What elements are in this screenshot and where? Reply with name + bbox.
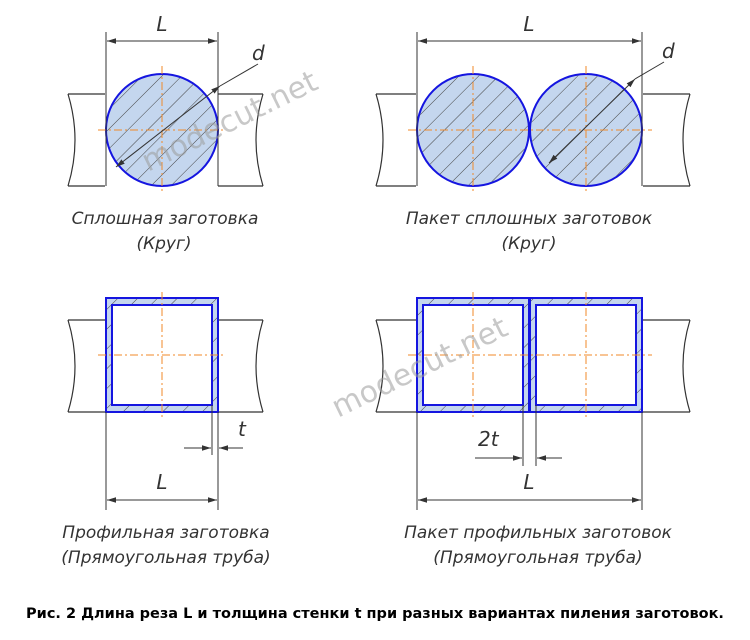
panel-solid-single: L d Сплошная заготовка (Круг) (67, 12, 265, 254)
panel-profile-single: t L Профильная заготовка (Прямоугольная … (61, 292, 271, 568)
caption-line-1: Пакет сплошных заготовок (406, 209, 653, 229)
vise-jaw-left (375, 319, 416, 413)
caption-line-2: (Прямоугольная труба) (61, 548, 270, 568)
leader-line-diameter (219, 63, 259, 87)
leader-line-diameter (634, 61, 665, 80)
panel-solid-pack: L d Пакет сплошных заготовок (Круг) (375, 12, 691, 254)
vise-jaw-right (218, 319, 264, 413)
caption-line-1: Сплошная заготовка (72, 209, 259, 229)
vise-jaw-left (67, 93, 105, 187)
dimension-label-length: L (156, 470, 167, 494)
dimension-label-length: L (156, 12, 167, 36)
caption-line-2: (Прямоугольная труба) (433, 548, 642, 568)
vise-jaw-left (67, 319, 105, 413)
dimension-label-length: L (523, 12, 534, 36)
vise-jaw-right (643, 319, 691, 413)
caption-line-2: (Круг) (136, 234, 191, 254)
dimension-line-diameter (115, 85, 221, 168)
caption-line-2: (Круг) (501, 234, 556, 254)
panel-profile-pack: 2t L Пакет профильных заготовок (Прямоуг… (375, 292, 691, 568)
caption-line-1: Профильная заготовка (62, 523, 269, 543)
dimension-label-diameter: d (662, 39, 675, 63)
vise-jaw-left (375, 93, 416, 187)
caption-line-1: Пакет профильных заготовок (404, 523, 673, 543)
dimension-label-double-thickness: 2t (478, 427, 500, 451)
vise-jaw-right (643, 93, 691, 187)
figure-caption: Рис. 2 Длина реза L и толщина стенки t п… (26, 606, 724, 622)
dimension-label-thickness: t (238, 417, 247, 441)
dimension-line-diameter (548, 78, 636, 164)
vise-jaw-right (218, 93, 264, 187)
dimension-label-length: L (523, 470, 534, 494)
dimension-label-diameter: d (252, 41, 265, 65)
